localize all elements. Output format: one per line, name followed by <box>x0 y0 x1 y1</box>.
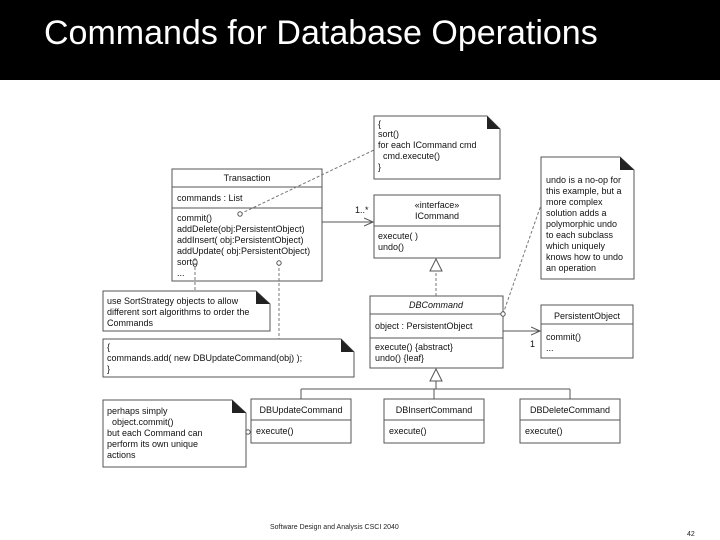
transaction-method: sort() <box>177 257 198 267</box>
transaction-attribute: commands : List <box>177 193 243 203</box>
multiplicity-many: 1..* <box>355 205 369 215</box>
dbinsert-method: execute() <box>389 426 427 436</box>
dbupdate-name: DBUpdateCommand <box>259 405 342 415</box>
dbupdate-method: execute() <box>256 426 294 436</box>
transaction-method: addDelete(obj:PersistentObject) <box>177 224 305 234</box>
note-undo-line: polymorphic undo <box>546 219 617 229</box>
note-undo-line: which uniquely <box>545 241 606 251</box>
class-dbcommand: DBCommand object : PersistentObject exec… <box>369 295 504 369</box>
icommand-name: ICommand <box>415 211 459 221</box>
icommand-method: execute( ) <box>378 231 418 241</box>
note-sortstrategy: use SortStrategy objects to allow differ… <box>102 290 271 332</box>
class-persistentobject: PersistentObject commit() ... <box>540 304 634 359</box>
icommand-stereotype: «interface» <box>415 200 460 210</box>
note-sortstrategy-line: Commands <box>107 318 154 328</box>
note-commit: perhaps simply object.commit() but each … <box>102 399 247 468</box>
note-sort-line: sort() <box>378 129 399 139</box>
dbinsert-name: DBInsertCommand <box>396 405 473 415</box>
note-undo-line: this example, but a <box>546 186 622 196</box>
dbcommand-attribute: object : PersistentObject <box>375 321 473 331</box>
slide-title: Commands for Database Operations <box>44 14 598 52</box>
note-add-line: } <box>107 364 110 374</box>
persistentobject-method: commit() <box>546 332 581 342</box>
note-commit-line: perhaps simply <box>107 406 168 416</box>
note-sort: { sort() for each ICommand cmd cmd.execu… <box>373 115 501 180</box>
transaction-method: addInsert( obj:PersistentObject) <box>177 235 304 245</box>
persistentobject-name: PersistentObject <box>554 311 621 321</box>
dbdelete-method: execute() <box>525 426 563 436</box>
slide-footer: Software Design and Analysis CSCI 2040 <box>270 524 399 531</box>
dbcommand-method: execute() {abstract} <box>375 342 453 352</box>
note-sort-line: cmd.execute() <box>378 151 440 161</box>
note-sortstrategy-line: different sort algorithms to order the <box>107 307 249 317</box>
page-number: 42 <box>687 531 695 538</box>
note-sort-line: for each ICommand cmd <box>378 140 477 150</box>
dbdelete-name: DBDeleteCommand <box>530 405 610 415</box>
note-undo-line: more complex <box>546 197 603 207</box>
note-undo-line: knows how to undo <box>546 252 623 262</box>
note-commit-line: but each Command can <box>107 428 203 438</box>
note-commit-line: perform its own unique <box>107 439 198 449</box>
transaction-method: addUpdate( obj:PersistentObject) <box>177 246 310 256</box>
interface-icommand: «interface» ICommand execute( ) undo() <box>373 194 501 259</box>
persistentobject-method: ... <box>546 343 554 353</box>
class-dbinsertcommand: DBInsertCommand execute() <box>383 398 485 444</box>
transaction-method: commit() <box>177 213 212 223</box>
note-add: { commands.add( new DBUpdateCommand(obj)… <box>102 338 355 378</box>
realization-dbcommand-icommand <box>429 257 443 296</box>
class-dbdeletecommand: DBDeleteCommand execute() <box>519 398 621 444</box>
note-sort-line: } <box>378 162 381 172</box>
dbcommand-method: undo() {leaf} <box>375 353 424 363</box>
note-commit-line: actions <box>107 450 136 460</box>
note-anchors <box>192 149 542 435</box>
note-commit-line: object.commit() <box>107 417 174 427</box>
association-dbcommand-persistentobject: 1 <box>503 331 540 349</box>
transaction-method: ... <box>177 268 185 278</box>
class-dbupdatecommand: DBUpdateCommand execute() <box>250 398 352 444</box>
icommand-method: undo() <box>378 242 404 252</box>
class-transaction: Transaction commands : List commit() add… <box>171 168 323 282</box>
note-add-line: { <box>107 342 110 352</box>
note-add-line: commands.add( new DBUpdateCommand(obj) )… <box>107 353 302 363</box>
dbcommand-name: DBCommand <box>409 300 464 310</box>
note-undo-line: an operation <box>546 263 596 273</box>
note-undo-line: to each subclass <box>546 230 614 240</box>
note-sort-line: { <box>378 119 381 129</box>
multiplicity-one: 1 <box>530 339 535 349</box>
note-undo-line: solution adds a <box>546 208 607 218</box>
note-sortstrategy-line: use SortStrategy objects to allow <box>107 296 239 306</box>
note-undo-line: undo is a no-op for <box>546 175 621 185</box>
title-bar: Commands for Database Operations <box>0 0 720 80</box>
generalization-subclasses <box>300 367 571 399</box>
association-transaction-icommand: 1..* <box>322 205 373 222</box>
note-undo: undo is a no-op for this example, but a … <box>540 156 635 280</box>
transaction-name: Transaction <box>224 173 271 183</box>
